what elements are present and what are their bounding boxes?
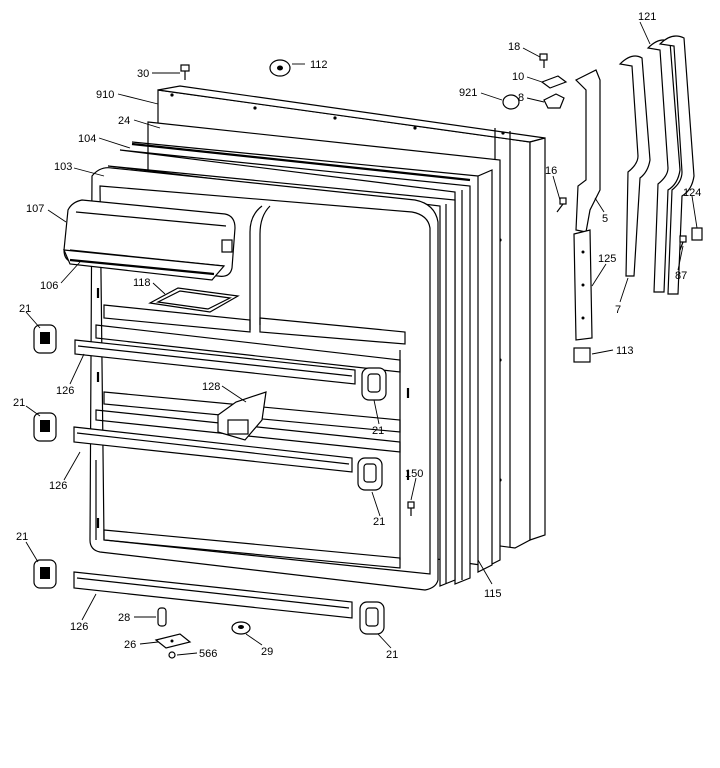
label-28: 28 [118, 612, 130, 624]
label-21-top-left: 21 [19, 303, 31, 315]
label-125: 125 [598, 253, 616, 265]
label-112: 112 [310, 59, 328, 71]
label-118: 118 [133, 277, 151, 289]
label-128: 128 [202, 381, 220, 393]
label-126-bottom: 126 [70, 621, 88, 633]
label-910: 910 [96, 89, 114, 101]
label-30: 30 [137, 68, 149, 80]
label-126-middle: 126 [49, 480, 67, 492]
shelf-bars [73, 339, 356, 619]
label-113: 113 [616, 345, 634, 357]
label-103: 103 [54, 161, 72, 173]
label-104: 104 [78, 133, 96, 145]
small-hardware [180, 53, 568, 516]
dairy-door [63, 199, 236, 281]
label-21-mid-left: 21 [13, 397, 25, 409]
label-566: 566 [199, 648, 217, 660]
leader-lines [25, 21, 698, 656]
label-115: 115 [484, 588, 502, 600]
label-124: 124 [683, 187, 701, 199]
label-18: 18 [508, 41, 520, 53]
label-10: 10 [512, 71, 524, 83]
label-5: 5 [602, 213, 608, 225]
label-21-mid-right: 21 [372, 425, 384, 437]
label-21-lower-right: 21 [373, 516, 385, 528]
label-8: 8 [518, 92, 524, 104]
label-21-bottom-right: 21 [386, 649, 398, 661]
label-107: 107 [26, 203, 44, 215]
shelf-bracket [217, 391, 267, 441]
label-24: 24 [118, 115, 130, 127]
label-87: 87 [675, 270, 687, 282]
label-16: 16 [545, 165, 557, 177]
tray [148, 287, 240, 313]
label-26: 26 [124, 639, 136, 651]
label-21-lower-left: 21 [16, 531, 28, 543]
label-150: 150 [405, 468, 423, 480]
label-106: 106 [40, 280, 58, 292]
hinge-brackets [573, 69, 601, 363]
shelf-end-caps [33, 324, 387, 635]
label-29: 29 [261, 646, 273, 658]
part-labels: 121 18 30 112 10 910 921 8 24 104 103 16… [13, 11, 701, 661]
label-121: 121 [638, 11, 656, 23]
bottom-hardware [154, 607, 251, 659]
label-921: 921 [459, 87, 477, 99]
handle-rods [618, 35, 703, 295]
label-7: 7 [615, 304, 621, 316]
label-126-top: 126 [56, 385, 74, 397]
